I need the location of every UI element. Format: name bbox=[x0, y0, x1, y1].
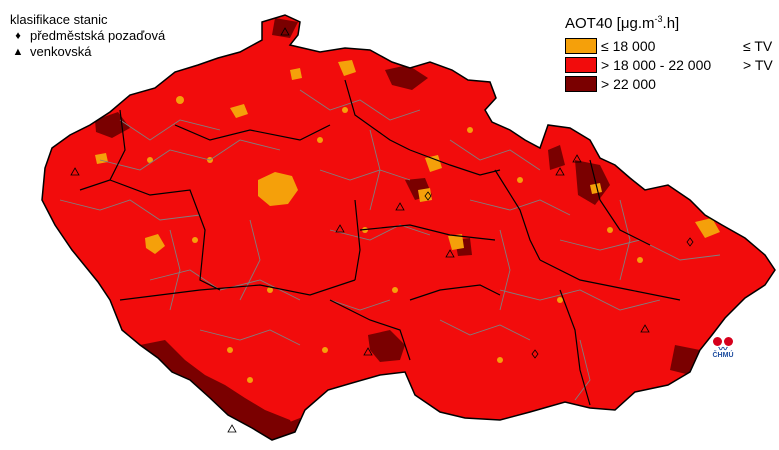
low-zone-plzen bbox=[145, 234, 165, 254]
legend-tv-low: ≤ TV bbox=[743, 37, 773, 54]
station-rural-10 bbox=[227, 424, 237, 433]
region-border-jmk-zlinsky bbox=[559, 289, 591, 406]
region-border-karlovy-usti bbox=[79, 109, 126, 191]
low-zone-spot-13 bbox=[607, 227, 613, 233]
low-zone-spot-1 bbox=[176, 96, 184, 104]
station-rural-2 bbox=[70, 167, 80, 176]
country-outline bbox=[41, 14, 776, 441]
region-border-pardubicky-vysocina bbox=[359, 224, 496, 241]
station-suburban-1 bbox=[686, 237, 694, 247]
station-legend-item-rural: ▲ venkovská bbox=[10, 44, 165, 60]
legend-swatch-high bbox=[565, 75, 597, 92]
station-suburban-3 bbox=[531, 349, 539, 359]
station-rural-3 bbox=[395, 202, 405, 211]
chmu-logo: 〰 ČHMÚ bbox=[707, 337, 739, 367]
low-class-zones bbox=[95, 60, 720, 383]
aot40-legend-row-high: > 22 000 bbox=[565, 74, 779, 93]
high-zone-south-central bbox=[368, 330, 405, 362]
aot40-legend-row-mid: > 18 000 - 22 000 > TV bbox=[565, 55, 779, 74]
low-zone-spot-16 bbox=[497, 357, 503, 363]
low-zone-pardubice bbox=[418, 188, 432, 202]
high-zone-east-2 bbox=[548, 145, 565, 170]
low-zone-spot-8 bbox=[227, 347, 233, 353]
low-zone-spot-6 bbox=[637, 257, 643, 263]
region-border-stredocesky-vysocina bbox=[354, 199, 361, 281]
low-zone-spot-9 bbox=[392, 287, 398, 293]
station-legend-label-suburban: předměstská pozaďová bbox=[30, 28, 166, 43]
logo-text: ČHMÚ bbox=[712, 352, 734, 359]
low-zone-spot-3 bbox=[317, 137, 323, 143]
low-zone-usti bbox=[230, 104, 248, 118]
station-rural-8 bbox=[640, 324, 650, 333]
region-border-kralovehradecky-pardubicky bbox=[409, 149, 501, 176]
logo-dots-icon bbox=[707, 337, 739, 346]
low-zone-spot-11 bbox=[147, 157, 153, 163]
low-zone-prague bbox=[258, 172, 298, 206]
station-rural-5 bbox=[555, 167, 565, 176]
region-border-olomoucky-zlinsky bbox=[539, 259, 681, 301]
legend-swatch-low bbox=[565, 37, 597, 54]
low-zone-spot-5 bbox=[517, 177, 523, 183]
region-border-vysocina-jmk bbox=[409, 284, 501, 301]
low-zone-spot-12 bbox=[467, 127, 473, 133]
low-zone-north-2 bbox=[290, 68, 302, 80]
diamond-icon: ♦ bbox=[15, 30, 21, 42]
low-zone-liberec bbox=[338, 60, 356, 76]
logo-wave-icon: 〰 bbox=[718, 344, 728, 354]
low-zone-spot-17 bbox=[342, 107, 348, 113]
legend-label-high: > 22 000 bbox=[601, 75, 656, 92]
low-zone-jihlava bbox=[448, 234, 464, 250]
station-rural-4 bbox=[572, 154, 582, 163]
region-border-liberec-kralovehradecky bbox=[344, 79, 411, 151]
low-zone-spot-18 bbox=[247, 377, 253, 383]
legend-tv-mid: > TV bbox=[743, 56, 773, 73]
low-zone-spot-7 bbox=[267, 287, 273, 293]
station-legend-label-rural: venkovská bbox=[30, 44, 92, 59]
low-zone-ostrava bbox=[695, 218, 720, 238]
high-zone-east bbox=[575, 160, 610, 205]
station-suburban-2 bbox=[424, 191, 432, 201]
region-border-olomoucky-msk bbox=[589, 159, 651, 246]
station-rural-6 bbox=[445, 249, 455, 258]
aot40-legend: AOT40 [μg.m-3.h] ≤ 18 000 ≤ TV > 18 000 … bbox=[565, 14, 779, 93]
district-borders bbox=[59, 89, 721, 401]
station-rural-9 bbox=[335, 224, 345, 233]
legend-swatch-mid bbox=[565, 56, 597, 73]
region-border-usti-stredocesky bbox=[174, 124, 331, 141]
station-classification-legend: klasifikace stanic ♦ předměstská pozaďov… bbox=[10, 12, 165, 60]
triangle-icon: ▲ bbox=[12, 46, 24, 58]
aot40-legend-title: AOT40 [μg.m-3.h] bbox=[565, 14, 680, 32]
region-border-stredocesky-jihocesky bbox=[199, 279, 356, 296]
station-rural-7 bbox=[363, 347, 373, 356]
legend-label-mid: > 18 000 - 22 000 bbox=[601, 56, 712, 73]
low-zone-spot-10 bbox=[557, 297, 563, 303]
low-zone-spot-15 bbox=[192, 237, 198, 243]
legend-label-low: ≤ 18 000 bbox=[601, 37, 656, 54]
low-zone-spot-14 bbox=[322, 347, 328, 353]
region-border-plzen-jihocesky bbox=[119, 289, 201, 301]
low-zone-brno bbox=[590, 183, 602, 194]
region-border-plzen-stredocesky bbox=[109, 179, 221, 291]
high-zone-northeast-1 bbox=[385, 65, 428, 90]
low-zone-hradec bbox=[425, 155, 442, 172]
region-borders bbox=[79, 79, 681, 406]
station-markers bbox=[70, 27, 694, 433]
region-border-pardubicky-olomoucky bbox=[494, 169, 541, 261]
aot40-legend-row-low: ≤ 18 000 ≤ TV bbox=[565, 36, 779, 55]
station-legend-title: klasifikace stanic bbox=[10, 12, 108, 27]
region-border-jihocesky-vysocina bbox=[329, 299, 411, 361]
low-zone-karlovy bbox=[95, 153, 108, 164]
station-rural-1 bbox=[280, 27, 290, 36]
station-legend-item-suburban: ♦ předměstská pozaďová bbox=[10, 28, 165, 44]
